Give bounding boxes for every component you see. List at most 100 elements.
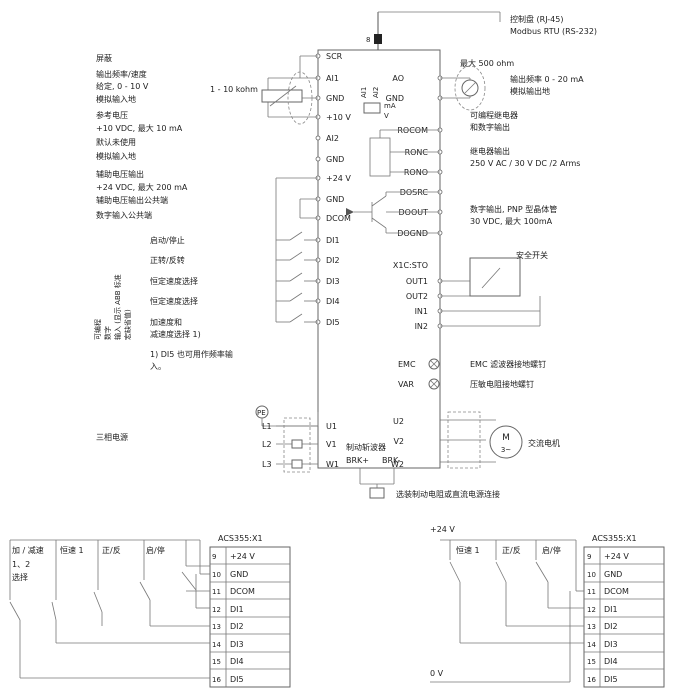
di-vertical-1: 可编程	[93, 319, 102, 340]
terminal-u1: U1	[326, 422, 337, 431]
right-terminal-block: AO GND ROCOM RONC RONO DOSRC DOOUT DOGND…	[386, 74, 429, 331]
motor-m: M	[502, 433, 510, 443]
brk-plus-label: BRK+	[346, 456, 369, 465]
do-spec: 30 VDC, 最大 100mA	[470, 216, 553, 226]
svg-text:16: 16	[587, 676, 596, 684]
pot-label: 1 - 10 kohm	[210, 85, 258, 94]
motor-icon	[489, 425, 523, 459]
terminal-gnd-1: GND	[326, 94, 344, 103]
svg-text:11: 11	[587, 588, 596, 596]
svg-text:GND: GND	[230, 570, 248, 579]
svg-text:DI1: DI1	[604, 605, 618, 614]
terminal-rocom: ROCOM	[397, 126, 428, 135]
terminal-24v: +24 V	[326, 174, 351, 183]
jumper-ai1-label: AI1	[360, 87, 368, 98]
l1-label: L1	[262, 422, 272, 431]
fuse-icon	[291, 439, 303, 449]
di3-desc: 恒定速度选择	[150, 276, 198, 286]
svg-text:+24 V: +24 V	[230, 552, 255, 561]
terminal-in1: IN1	[415, 307, 428, 316]
ao-ground-desc: 模拟输出地	[510, 86, 550, 96]
svg-text:12: 12	[212, 606, 221, 614]
motor-cable-shield	[447, 411, 481, 469]
terminal-rono: RONO	[404, 168, 428, 177]
svg-text:DI5: DI5	[230, 675, 244, 684]
terminal-in2: IN2	[415, 322, 428, 331]
diode-icon	[346, 208, 354, 216]
panel-label: 控制盘 (RJ-45)	[510, 14, 563, 24]
svg-text:16: 16	[212, 676, 221, 684]
ref-voltage-spec: +10 VDC, 最大 10 mA	[96, 123, 183, 133]
bl-header-dir: 正/反	[102, 545, 121, 555]
terminal-di1: DI1	[326, 236, 340, 245]
l2-label: L2	[262, 440, 272, 449]
svg-text:DI2: DI2	[604, 622, 618, 631]
terminal-scr: SCR	[326, 52, 343, 61]
di-vertical-4: 宏缺省值)	[123, 309, 132, 340]
terminal-out2: OUT2	[406, 292, 428, 301]
safety-label: 安全开关	[516, 250, 548, 260]
aux-common-desc: 辅助电压输出公共端	[96, 195, 168, 205]
left-descriptions: 屏蔽 输出频率/速度 给定, 0 - 10 V 模拟输入地 参考电压 +10 V…	[93, 53, 233, 442]
bl-table-title: ACS355:X1	[218, 534, 263, 543]
svg-text:10: 10	[212, 571, 221, 579]
bl-header-start: 启/停	[146, 545, 165, 555]
brake-desc: 选装制动电阻或直流电源连接	[396, 489, 500, 499]
svg-text:选择: 选择	[12, 572, 28, 582]
motor-3phase: 3~	[501, 446, 511, 454]
br-24v-label: +24 V	[430, 525, 455, 534]
brake-resistor-icon	[369, 487, 385, 499]
relay-out-spec: 250 V AC / 30 V DC /2 Arms	[470, 159, 580, 168]
svg-text:11: 11	[212, 588, 221, 596]
jumper-v-label: V	[384, 112, 389, 120]
ai1-desc: 输出频率/速度	[96, 69, 147, 79]
terminal-di2: DI2	[326, 256, 340, 265]
di-switches	[276, 231, 318, 323]
svg-text:DI4: DI4	[604, 657, 618, 666]
terminal-di4: DI4	[326, 297, 340, 306]
terminal-gnd-2: GND	[326, 155, 344, 164]
svg-text:+24 V: +24 V	[604, 552, 629, 561]
bottom-left-wiring: ACS355:X1 9 +24 V 10 GND 11 DCOM 12 DI1 …	[9, 534, 291, 688]
line-fuse-group	[283, 417, 311, 473]
emc-desc: EMC 滤波器接地螺钉	[470, 359, 546, 369]
br-header-const: 恒速 1	[456, 545, 480, 555]
terminal-x1c-sto: X1C:STO	[393, 261, 428, 270]
svg-text:14: 14	[212, 641, 221, 649]
bl-header-accel: 加 / 减速	[12, 545, 44, 555]
relay-label-2: 和数字输出	[470, 122, 510, 132]
jumper-ai2-label: AI2	[372, 87, 380, 98]
terminal-v1: V1	[326, 440, 337, 449]
terminal-di3: DI3	[326, 277, 340, 286]
aux-voltage-spec: +24 VDC, 最大 200 mA	[96, 182, 188, 192]
ai-jumper-icon[interactable]	[363, 102, 381, 114]
max-ohm-label: 最大 500 ohm	[460, 58, 514, 68]
svg-text:DI4: DI4	[230, 657, 244, 666]
ai1-range: 给定, 0 - 10 V	[96, 81, 149, 91]
note-2: 入。	[150, 362, 166, 371]
terminal-dcom: DCOM	[326, 214, 351, 223]
terminal-ai1: AI1	[326, 74, 339, 83]
svg-text:12: 12	[587, 606, 596, 614]
svg-text:8: 8	[366, 36, 370, 44]
di2-desc: 正转/反转	[150, 255, 185, 265]
ref-voltage-desc: 参考电压	[96, 110, 128, 120]
terminal-w2: W2	[391, 460, 404, 469]
relay-out-label: 继电器输出	[470, 146, 510, 156]
terminal-v2: V2	[393, 437, 404, 446]
br-table-title: ACS355:X1	[592, 534, 637, 543]
modbus-label: Modbus RTU (RS-232)	[510, 27, 597, 36]
ao-desc: 输出频率 0 - 20 mA	[510, 74, 584, 84]
terminal-di5: DI5	[326, 318, 340, 327]
jumper-ma-label: mA	[384, 102, 396, 110]
shield-label: 屏蔽	[96, 53, 112, 63]
dcom-desc: 数字输入公共端	[96, 210, 152, 220]
emc-label: EMC	[398, 360, 416, 369]
terminal-doout: DOOUT	[399, 208, 429, 217]
fuse-icon	[291, 459, 303, 469]
svg-text:9: 9	[212, 553, 216, 561]
note-1: 1) DI5 也可用作频率输	[150, 349, 233, 359]
drive-box	[317, 49, 441, 469]
left-terminal-block: SCR AI1 GND +10 V AI2 GND +24 V GND DCOM…	[326, 52, 351, 327]
